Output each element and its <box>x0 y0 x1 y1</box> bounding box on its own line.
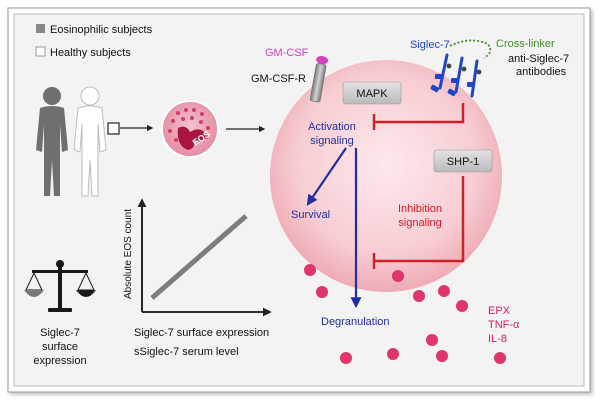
activation-label-line1: Activation <box>308 121 356 133</box>
activation-label-line2: signaling <box>310 135 353 147</box>
mediator-epx: EPX <box>488 305 511 317</box>
legend-healthy-label: Healthy subjects <box>50 47 131 59</box>
eosinophilic-subject-figure <box>36 87 68 196</box>
sample-box <box>107 122 120 135</box>
siglec7-receptor-icon <box>430 39 492 98</box>
legend-eosinophilic-label: Eosinophilic subjects <box>50 24 153 36</box>
inhibition-line-top <box>374 103 465 124</box>
mediator-il8: IL-8 <box>488 333 507 345</box>
siglec7-label: Siglec-7 <box>410 39 450 51</box>
scale-icon <box>24 260 96 312</box>
scale-caption-line1: Siglec-7 <box>40 327 80 339</box>
antibodies-label-line2: antibodies <box>516 66 567 78</box>
survival-label: Survival <box>291 209 330 221</box>
legend-eosinophilic-swatch <box>36 24 45 33</box>
survival-arrow <box>306 147 347 206</box>
crosslinker-label: Cross-linker <box>496 38 555 50</box>
shp1-box <box>433 149 493 173</box>
plot-ylabel: Absolute EOS count <box>123 209 134 299</box>
plot-correlation-line <box>150 214 248 300</box>
mapk-box <box>342 81 402 105</box>
plot-xlabel-line1: Siglec-7 surface expression <box>134 327 269 339</box>
plot-xlabel-line2: sSiglec-7 serum level <box>134 346 239 358</box>
gmcsfr-label: GM-CSF-R <box>251 73 306 85</box>
shp1-label: SHP-1 <box>447 156 479 168</box>
eosinophil-cell-icon: EOS <box>161 100 219 158</box>
mapk-label: MAPK <box>356 88 388 100</box>
inhibition-line-bottom <box>374 176 465 263</box>
degranulation-label: Degranulation <box>321 316 390 328</box>
gmcsf-receptor-icon <box>309 56 329 103</box>
large-eosinophil-cell <box>270 60 502 292</box>
scale-caption-line3: expression <box>33 355 86 367</box>
mediator-tnf: TNF-α <box>488 319 520 331</box>
scale-caption-line2: surface <box>42 341 78 353</box>
legend-healthy-swatch <box>35 46 46 57</box>
gmcsf-label: GM-CSF <box>265 47 309 59</box>
inhibition-label-line2: signaling <box>398 217 441 229</box>
healthy-subject-figure <box>73 86 107 197</box>
released-granules <box>304 264 506 364</box>
antibodies-label-line1: anti-Siglec-7 <box>508 53 569 65</box>
inhibition-label-line1: Inhibition <box>398 203 442 215</box>
